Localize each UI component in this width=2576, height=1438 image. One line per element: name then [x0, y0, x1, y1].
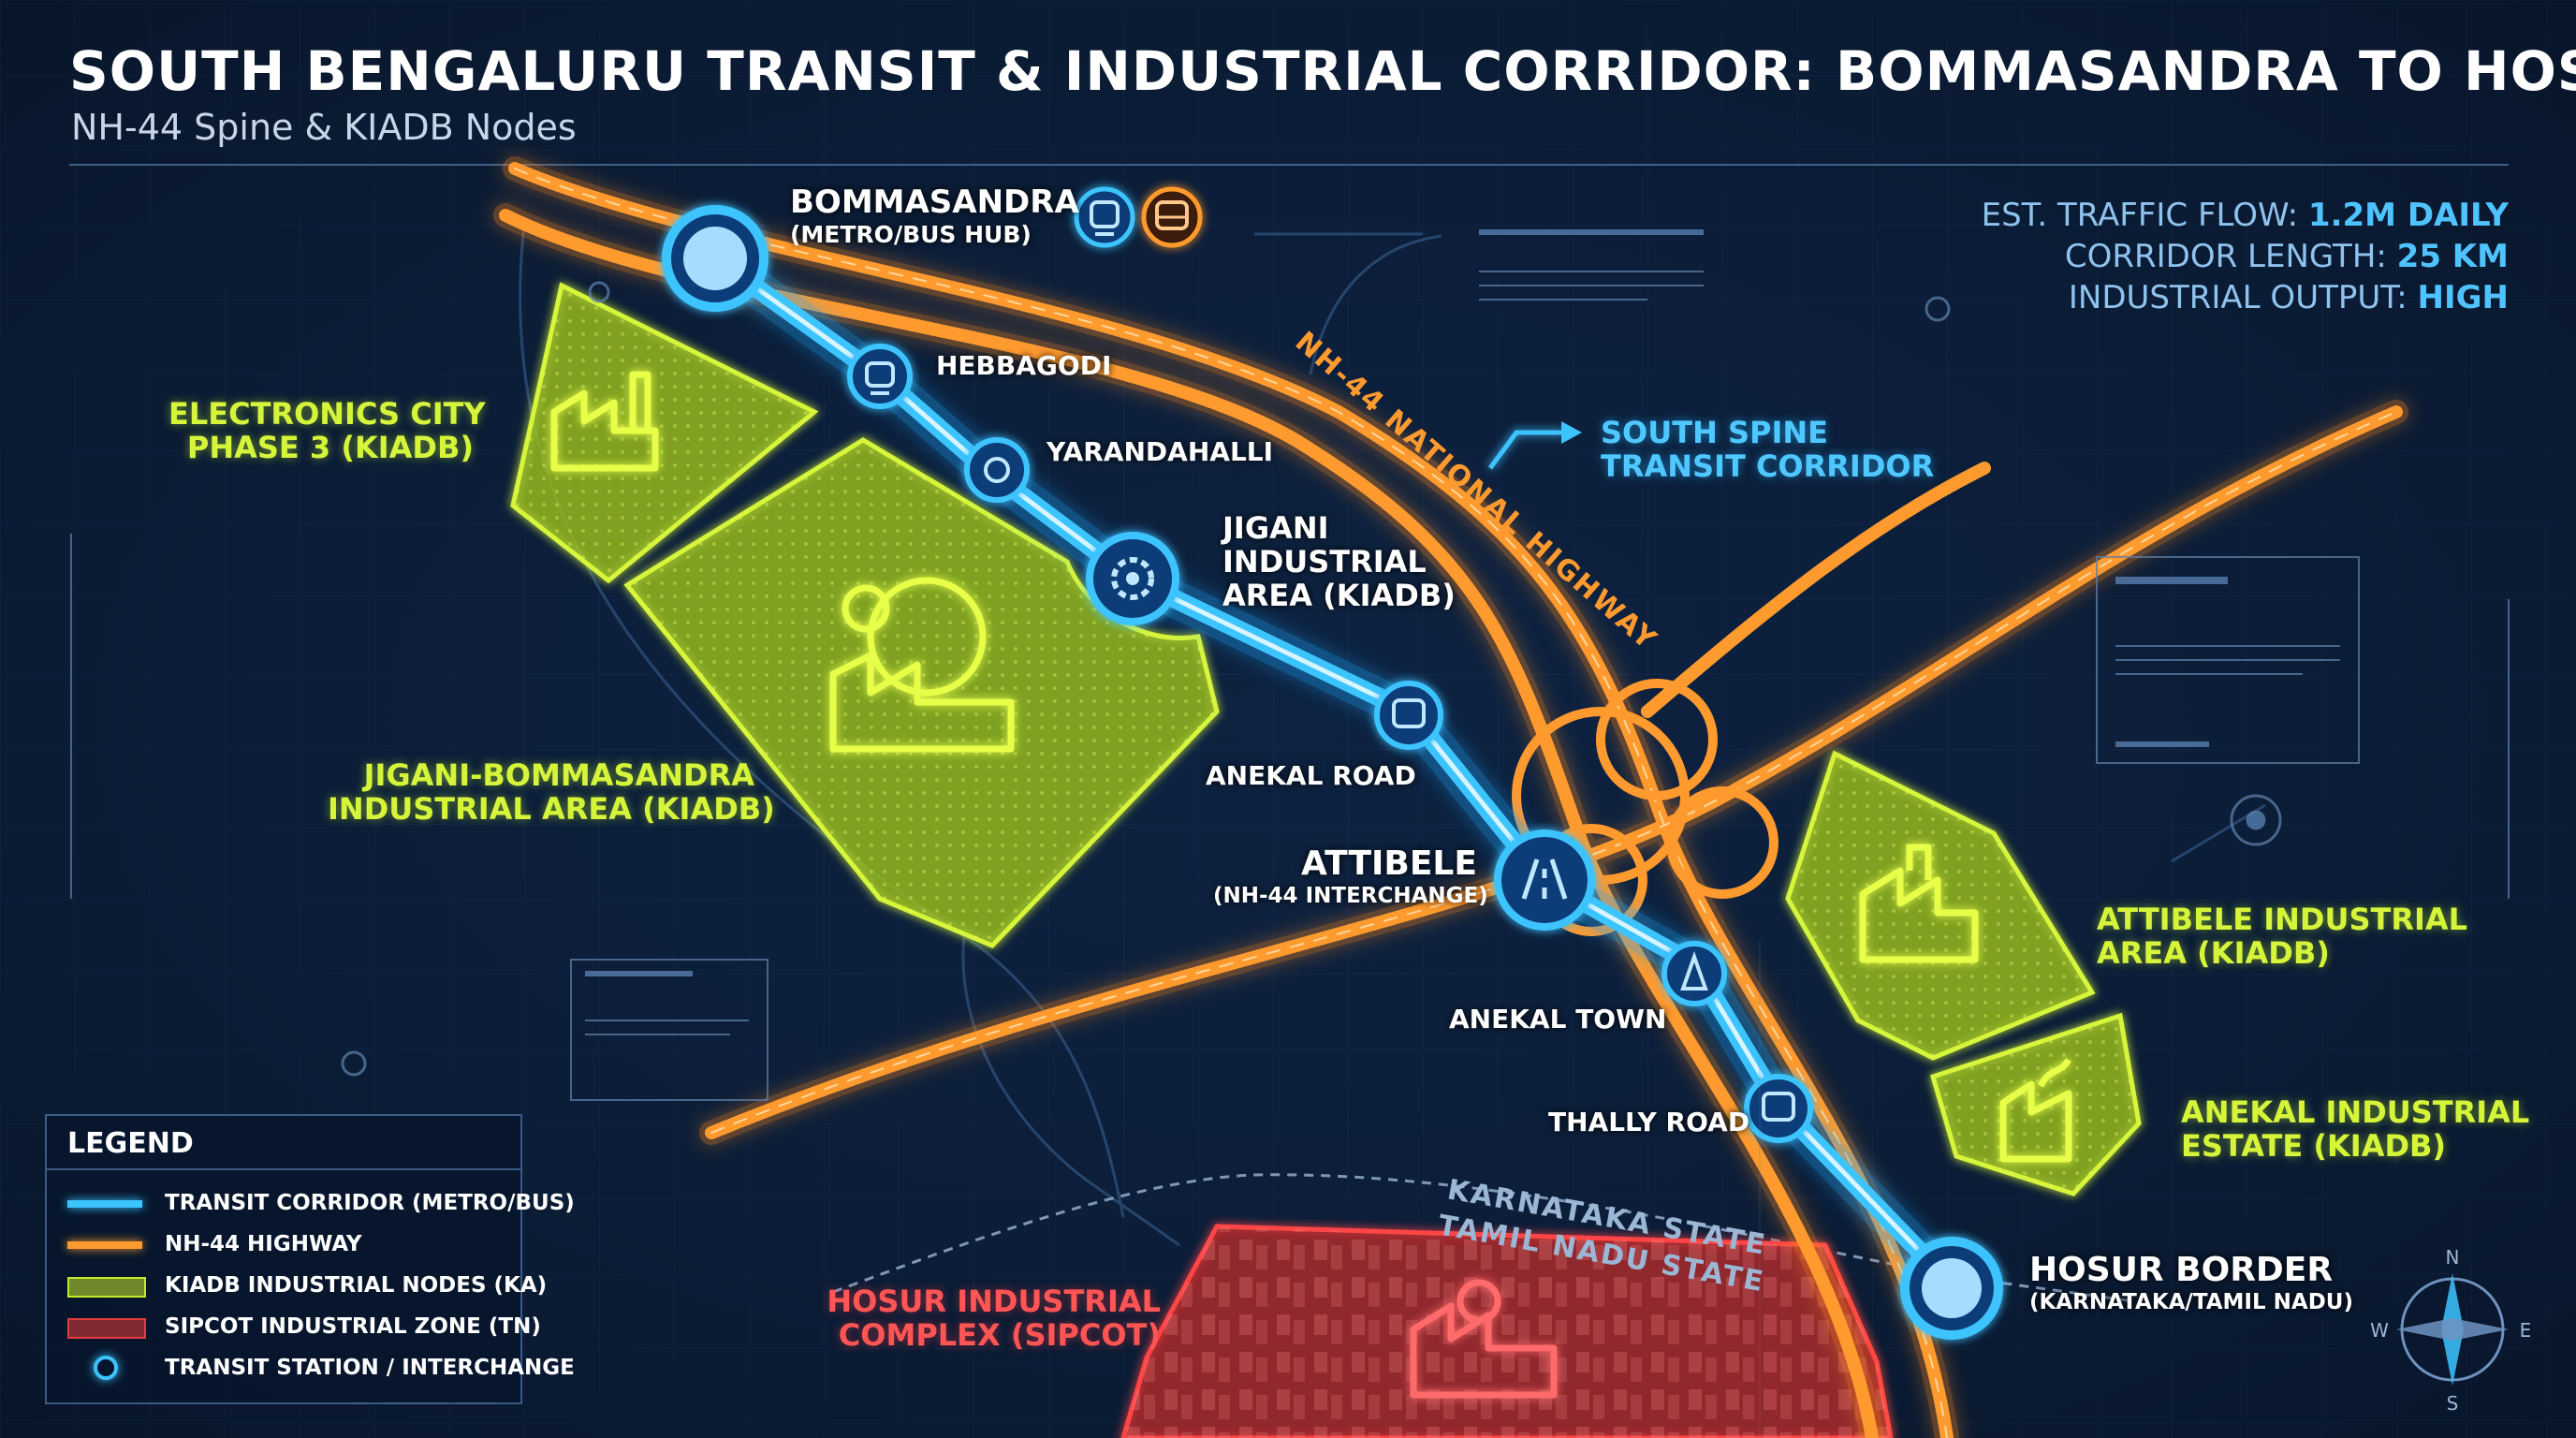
- stations: [662, 205, 2003, 1340]
- metro-icon: [1074, 186, 1135, 248]
- label-jigani-bommasandra: JIGANI-BOMMASANDRA INDUSTRIAL AREA (KIAD…: [328, 757, 775, 827]
- compass-rose: [2396, 1273, 2509, 1386]
- label-attibele: ATTIBELE: [1301, 844, 1477, 883]
- legend-swatch: [67, 1318, 146, 1339]
- label-thally-road: THALLY ROAD: [1548, 1107, 1750, 1137]
- legend-swatch: [67, 1200, 142, 1208]
- label-anekal-industrial: ANEKAL INDUSTRIAL ESTATE (KIADB): [2181, 1095, 2529, 1163]
- legend-item-sipcot: SIPCOT INDUSTRIAL ZONE (TN): [67, 1309, 541, 1346]
- stat-value: HIGH: [2417, 279, 2509, 316]
- factory-icon: [1999, 1057, 2072, 1163]
- label-anekal-road: ANEKAL ROAD: [1206, 760, 1416, 791]
- legend-item-transit: TRANSIT CORRIDOR (METRO/BUS): [67, 1185, 575, 1223]
- label-line: TRANSIT CORRIDOR: [1601, 448, 1935, 484]
- label-attibele-sub: (NH-44 INTERCHANGE): [1213, 884, 1488, 908]
- legend-title: LEGEND: [67, 1127, 194, 1160]
- label-bommasandra: BOMMASANDRA: [790, 183, 1079, 221]
- hud-decor: [70, 229, 2510, 1438]
- factory-icon: [550, 371, 659, 472]
- label-hosur-sipcot: HOSUR INDUSTRIAL COMPLEX (SIPCOT): [824, 1284, 1161, 1352]
- label-hosur-border-sub: (KARNATAKA/TAMIL NADU): [2029, 1290, 2353, 1314]
- legend-label: TRANSIT STATION / INTERCHANGE: [165, 1356, 575, 1380]
- station-anekal-town: [1661, 941, 1727, 1006]
- legend-item-station: TRANSIT STATION / INTERCHANGE: [67, 1350, 575, 1387]
- bus-icon: [1141, 186, 1203, 248]
- callout-arrow: [1487, 430, 1563, 470]
- stat-industrial-output: INDUSTRIAL OUTPUT: HIGH: [2069, 279, 2509, 316]
- page-title: SOUTH BENGALURU TRANSIT & INDUSTRIAL COR…: [69, 39, 2576, 103]
- label-line: HOSUR INDUSTRIAL: [827, 1284, 1161, 1319]
- label-anekal-town: ANEKAL TOWN: [1449, 1004, 1667, 1034]
- label-attibele-industrial: ATTIBELE INDUSTRIAL AREA (KIADB): [2097, 902, 2467, 970]
- label-line: ATTIBELE INDUSTRIAL: [2097, 902, 2468, 937]
- label-line: ESTATE (KIADB): [2181, 1128, 2447, 1164]
- hub-icons: [1074, 186, 1203, 248]
- label-line: JIGANI: [1222, 510, 1329, 546]
- label-hebbagodi: HEBBAGODI: [936, 350, 1112, 381]
- compass-w: W: [2370, 1319, 2389, 1342]
- stat-label: EST. TRAFFIC FLOW:: [1981, 197, 2308, 234]
- label-line: JIGANI-BOMMASANDRA: [363, 757, 754, 793]
- legend-label: KIADB INDUSTRIAL NODES (KA): [165, 1273, 548, 1298]
- label-line: AREA (KIADB): [1222, 578, 1456, 613]
- page-subtitle: NH-44 Spine & KIADB Nodes: [71, 107, 577, 148]
- label-electronics-city: ELECTRONICS CITY PHASE 3 (KIADB): [168, 396, 486, 465]
- callout-arrowhead: [1561, 421, 1582, 444]
- stat-traffic-flow: EST. TRAFFIC FLOW: 1.2M DAILY: [1982, 197, 2509, 234]
- legend-label: TRANSIT CORRIDOR (METRO/BUS): [165, 1191, 575, 1215]
- station-jigani: [1086, 532, 1179, 625]
- label-line: ANEKAL INDUSTRIAL: [2181, 1094, 2530, 1130]
- label-line: COMPLEX (SIPCOT): [838, 1317, 1161, 1353]
- label-bommasandra-sub: (METRO/BUS HUB): [790, 221, 1032, 248]
- station-yarandahalli: [964, 437, 1030, 503]
- factory-icons: [550, 371, 2072, 1163]
- stat-label: CORRIDOR LENGTH:: [2064, 238, 2397, 275]
- station-hosur-border: [1900, 1237, 2003, 1340]
- label-line: ELECTRONICS CITY: [168, 396, 486, 432]
- legend-label: NH-44 HIGHWAY: [165, 1232, 362, 1256]
- stat-corridor-length: CORRIDOR LENGTH: 25 KM: [2065, 238, 2509, 275]
- compass-s: S: [2447, 1392, 2459, 1415]
- factory-icon: [1859, 844, 1979, 963]
- station-attibele: [1494, 829, 1595, 931]
- legend-label: SIPCOT INDUSTRIAL ZONE (TN): [165, 1314, 541, 1339]
- stat-label: INDUSTRIAL OUTPUT:: [2068, 279, 2418, 316]
- sipcot-zone: [1120, 1224, 1894, 1438]
- label-hosur-border: HOSUR BORDER: [2029, 1251, 2334, 1289]
- station-icon: [94, 1356, 118, 1380]
- legend-swatch: [67, 1241, 142, 1249]
- nh44-highway: [493, 156, 2408, 1438]
- legend-divider: [47, 1168, 520, 1170]
- legend: LEGEND TRANSIT CORRIDOR (METRO/BUS) NH-4…: [45, 1114, 575, 1404]
- compass-n: N: [2446, 1246, 2460, 1269]
- label-south-spine: SOUTH SPINE TRANSIT CORRIDOR: [1601, 416, 1934, 483]
- label-line: PHASE 3 (KIADB): [186, 430, 474, 465]
- gear-factory-icon: [829, 577, 1015, 753]
- label-yarandahalli: YARANDAHALLI: [1046, 436, 1274, 467]
- label-line: INDUSTRIAL: [1222, 544, 1427, 580]
- sipcot-factory-icon: [1410, 1279, 1558, 1399]
- station-anekal-road: [1374, 681, 1443, 750]
- compass-e: E: [2520, 1319, 2532, 1342]
- label-line: INDUSTRIAL AREA (KIADB): [328, 791, 775, 827]
- station-hebbagodi: [847, 344, 913, 409]
- legend-item-highway: NH-44 HIGHWAY: [67, 1226, 507, 1264]
- label-line: SOUTH SPINE: [1601, 415, 1829, 450]
- label-jigani: JIGANI INDUSTRIAL AREA (KIADB): [1222, 511, 1456, 612]
- station-thally-road: [1744, 1074, 1813, 1143]
- station-bommasandra: [662, 205, 768, 312]
- legend-swatch: [67, 1277, 146, 1298]
- label-line: AREA (KIADB): [2097, 935, 2330, 971]
- stat-value: 1.2M DAILY: [2307, 197, 2509, 234]
- legend-item-kiadb: KIADB INDUSTRIAL NODES (KA): [67, 1268, 547, 1305]
- stat-value: 25 KM: [2396, 238, 2509, 275]
